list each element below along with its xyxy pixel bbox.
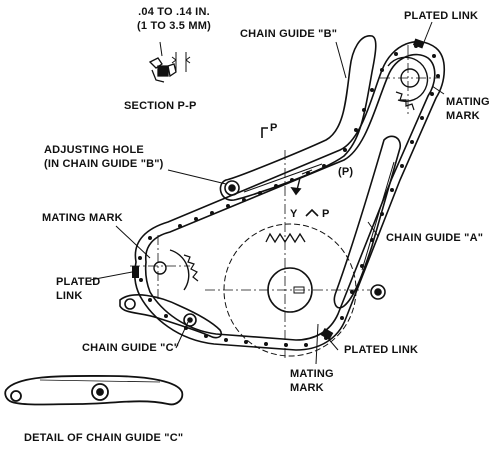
centerlines [130,45,440,360]
section-markers [261,127,319,217]
plated-links [132,38,425,340]
chain-guide-b [219,35,377,201]
chain-guide-a [333,135,402,309]
p-reference-label: (P) [338,166,354,178]
plated-link-bottom-label: PLATED LINK [344,344,419,356]
adjusting-hole-label-1: ADJUSTING HOLE [44,144,144,156]
mating-mark-bottom-label-1: MATING [290,368,334,380]
leader-lines [89,21,445,365]
chain-guide-c-detail [4,375,184,406]
clearance-label-line2: (1 TO 3.5 MM) [137,20,211,32]
mating-mark-bottom-label-2: MARK [290,382,324,394]
mating-mark-right-label-2: MARK [446,110,480,122]
adjusting-hole-label-2: (IN CHAIN GUIDE "B") [44,158,164,170]
chain-guide-c-label: CHAIN GUIDE "C" [82,342,180,354]
mating-mark-left-label: MATING MARK [42,212,123,224]
section-p-upper: P [270,122,278,134]
clearance-label-line1: .04 TO .14 IN. [138,6,210,18]
plated-link-left-label-1: PLATED [56,276,101,288]
timing-chain [134,40,446,351]
section-p-lower: P [322,208,330,220]
plated-link-left-label-2: LINK [56,290,83,302]
plated-link-top-label: PLATED LINK [404,10,479,22]
camshaft-sprocket-right [387,56,429,111]
camshaft-sprocket-left [153,249,199,291]
section-pp-label: SECTION P-P [124,100,197,112]
chain-guide-c [119,294,223,339]
chain-guide-a-label: CHAIN GUIDE "A" [386,232,484,244]
mating-mark-right-label-1: MATING [446,96,490,108]
detail-chain-guide-c-label: DETAIL OF CHAIN GUIDE "C" [24,432,184,444]
section-y-letter: Y [290,208,298,220]
section-pp-sketch [148,41,191,83]
chain-guide-b-label: CHAIN GUIDE "B" [240,28,338,40]
